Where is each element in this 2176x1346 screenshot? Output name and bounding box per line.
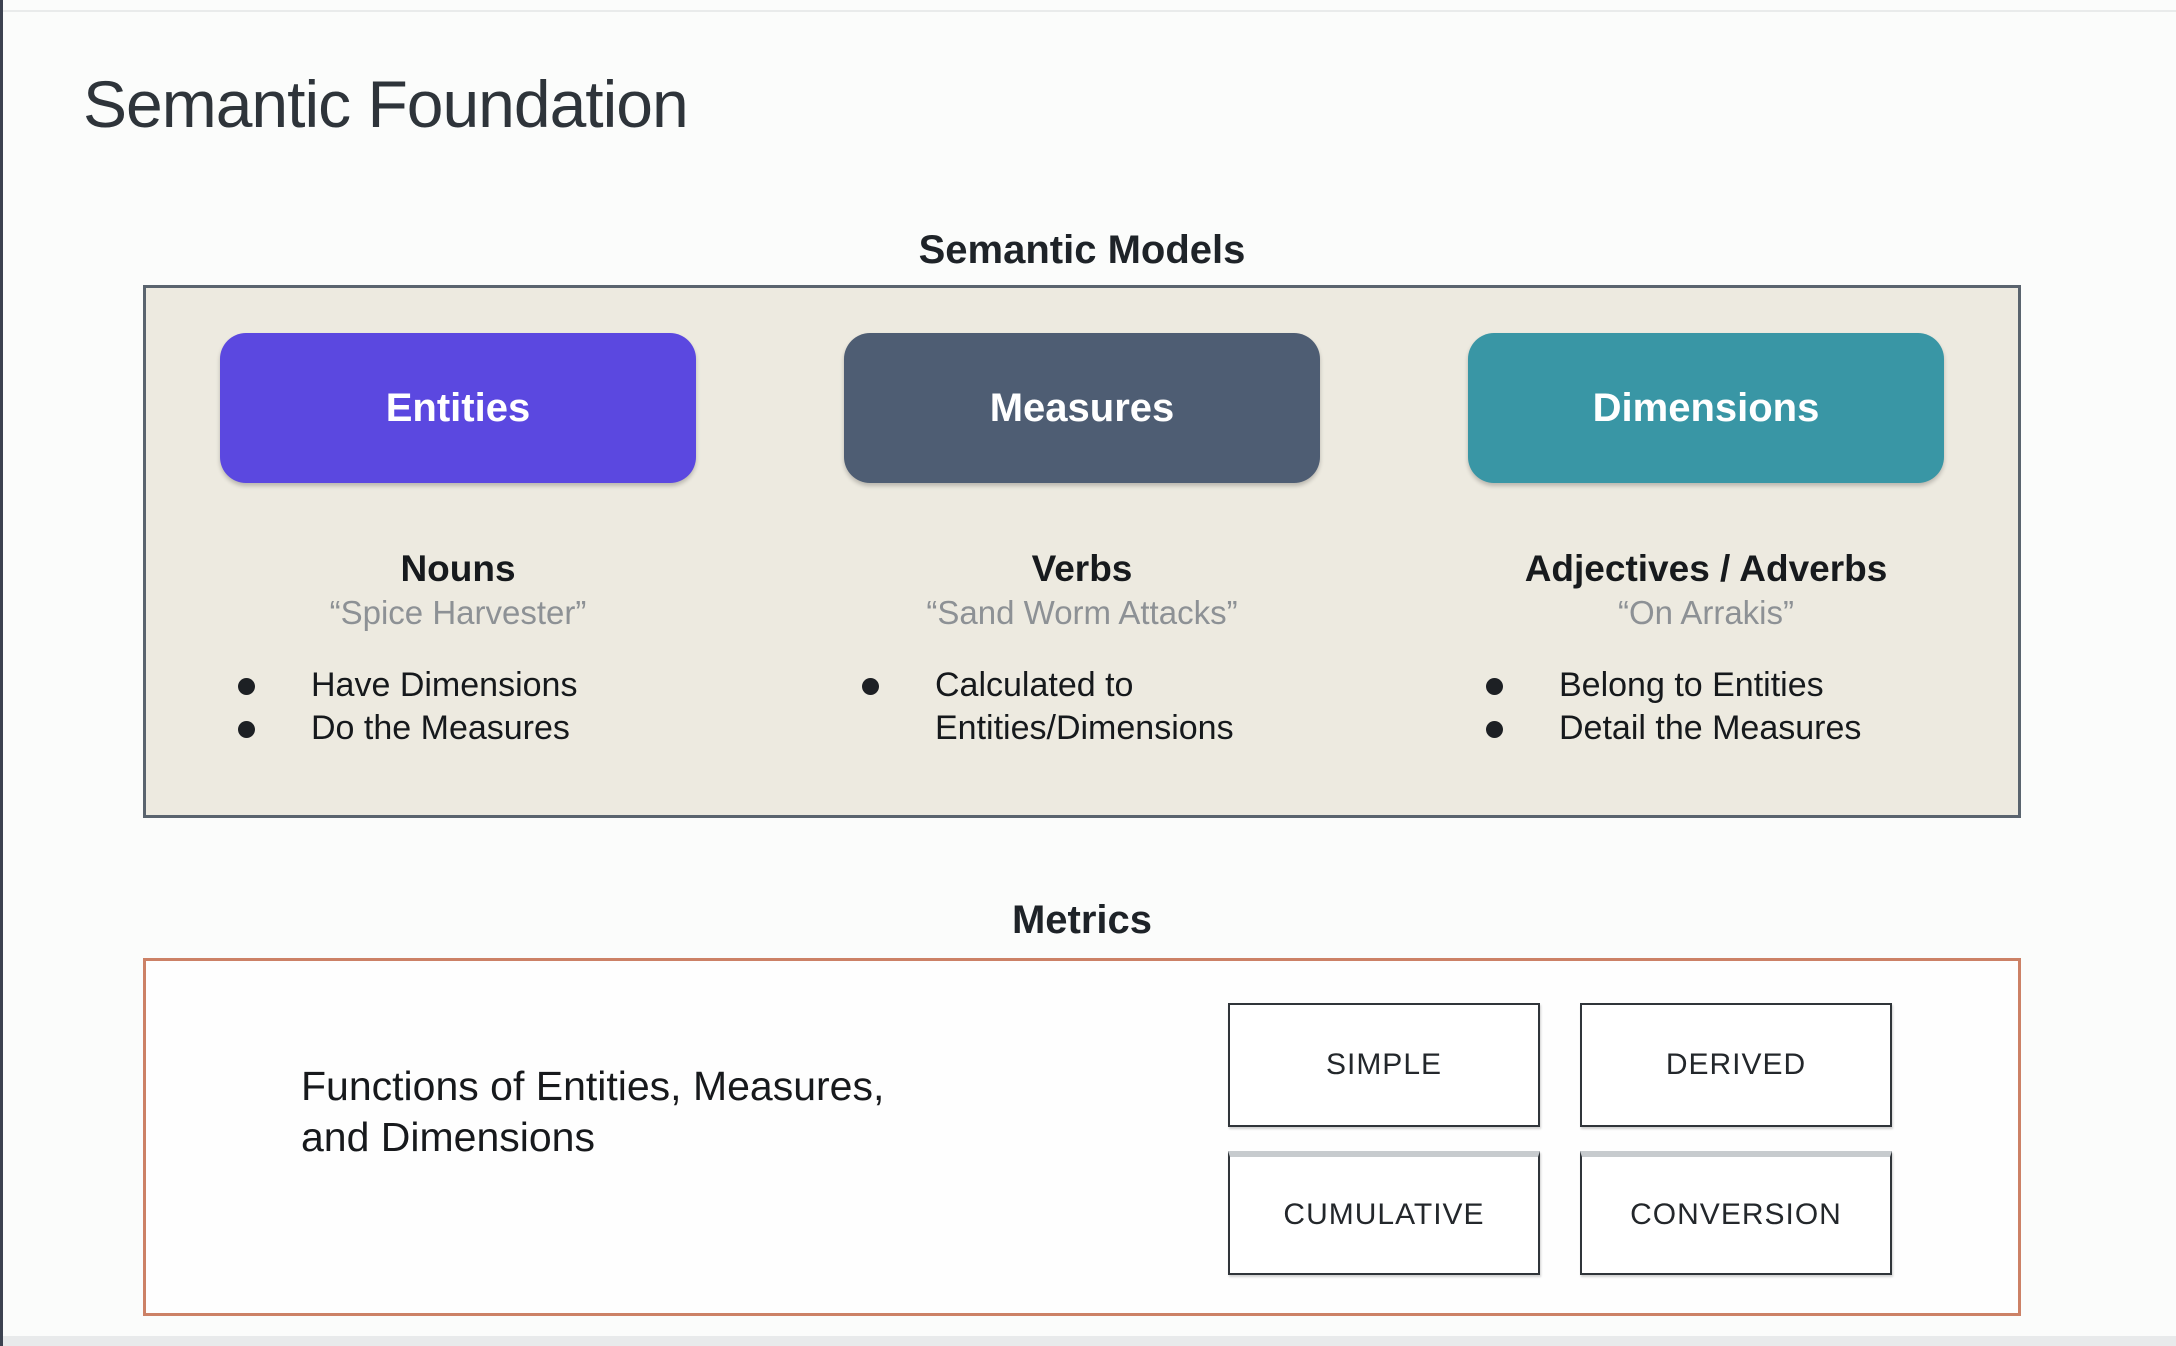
metrics-description: Functions of Entities, Measures, and Dim… <box>301 1063 885 1161</box>
semantic-models-panel: Entities Nouns “Spice Harvester” Have Di… <box>143 285 2021 818</box>
measures-bullet-list: Calculated to Entities/Dimensions <box>862 664 1302 751</box>
entities-role-label: Nouns <box>400 548 516 589</box>
measures-column: Measures Verbs “Sand Worm Attacks” Calcu… <box>770 288 1394 815</box>
bullet-text: Have Dimensions <box>311 665 578 704</box>
metric-type-simple: SIMPLE <box>1228 1003 1540 1127</box>
measures-role-label: Verbs <box>1031 548 1133 589</box>
bullet-item: Detail the Measures <box>1486 707 1926 751</box>
bullet-dot-icon <box>238 721 255 739</box>
window-bottom-edge <box>3 1336 2176 1346</box>
window-top-edge <box>3 10 2176 12</box>
bullet-item: Have Dimensions <box>238 664 678 708</box>
entities-example-quote: “Spice Harvester” <box>329 593 587 631</box>
metrics-panel: Functions of Entities, Measures, and Dim… <box>143 958 2021 1316</box>
page-title: Semantic Foundation <box>83 67 689 141</box>
semantic-models-heading: Semantic Models <box>918 228 1246 272</box>
dimensions-pill: Dimensions <box>1468 333 1944 483</box>
dimensions-example-quote: “On Arrakis” <box>1617 593 1795 631</box>
bullet-dot-icon <box>238 677 255 695</box>
bullet-dot-icon <box>1486 677 1503 695</box>
bullet-text: Calculated to Entities/Dimensions <box>935 665 1234 748</box>
dimensions-column: Dimensions Adjectives / Adverbs “On Arra… <box>1394 288 2018 815</box>
measures-example-quote: “Sand Worm Attacks” <box>926 593 1238 631</box>
metric-types-grid: SIMPLE DERIVED CUMULATIVE CONVERSION <box>1228 1003 1892 1275</box>
bullet-item: Belong to Entities <box>1486 664 1926 708</box>
dimensions-bullet-list: Belong to Entities Detail the Measures <box>1486 664 1926 751</box>
bullet-text: Do the Measures <box>311 709 570 748</box>
bullet-item: Do the Measures <box>238 707 678 751</box>
entities-bullet-list: Have Dimensions Do the Measures <box>238 664 678 751</box>
bullet-item: Calculated to Entities/Dimensions <box>862 664 1302 751</box>
metric-type-conversion: CONVERSION <box>1580 1151 1892 1275</box>
metric-type-derived: DERIVED <box>1580 1003 1892 1127</box>
bullet-text: Detail the Measures <box>1559 709 1862 748</box>
dimensions-role-label: Adjectives / Adverbs <box>1524 548 1888 589</box>
entities-pill: Entities <box>220 333 696 483</box>
metric-type-cumulative: CUMULATIVE <box>1228 1151 1540 1275</box>
measures-pill: Measures <box>844 333 1320 483</box>
bullet-text: Belong to Entities <box>1559 665 1824 704</box>
bullet-dot-icon <box>862 677 879 695</box>
bullet-dot-icon <box>1486 721 1503 739</box>
entities-column: Entities Nouns “Spice Harvester” Have Di… <box>146 288 770 815</box>
metrics-heading: Metrics <box>1011 898 1153 942</box>
